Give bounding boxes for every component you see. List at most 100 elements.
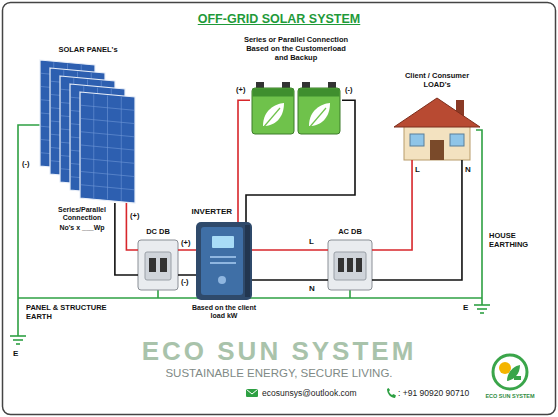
ac-distribution-box	[338, 258, 344, 272]
house-load	[394, 98, 480, 160]
solar-panel	[81, 132, 134, 137]
solar-panel	[81, 158, 134, 163]
component-box: INVERTERBased on the client load kW	[196, 222, 252, 300]
battery-bank	[256, 82, 264, 88]
wire-connector	[178, 274, 196, 276]
polarity-mark: (-)	[345, 86, 353, 95]
component-box: Client / Consumer LOAD's	[398, 98, 476, 160]
line-mark: N	[465, 165, 471, 174]
email-icon	[247, 390, 258, 395]
wire-connector	[178, 249, 196, 251]
wire-connector	[126, 203, 138, 250]
dc-distribution-box	[145, 252, 171, 280]
dc-distribution-box	[138, 240, 178, 290]
component-label: SOLAR PANEL's	[58, 46, 117, 55]
polarity-mark: (-)	[181, 278, 189, 287]
wire-connector	[246, 100, 355, 222]
inverter-unit	[196, 222, 252, 300]
component-box: DC DB	[138, 240, 178, 290]
battery-bank	[282, 82, 290, 88]
ground-symbol	[480, 312, 484, 314]
inverter-unit	[210, 256, 236, 258]
solar-panel	[81, 185, 134, 190]
inverter-unit	[218, 276, 226, 284]
inverter-unit	[245, 225, 250, 297]
component-label: DC DB	[146, 228, 170, 237]
email-icon	[246, 389, 258, 397]
wire-connector	[238, 100, 250, 222]
component-label: INVERTER	[192, 207, 232, 216]
phone-icon	[387, 388, 396, 398]
polarity-mark: (+)	[181, 239, 190, 248]
ground-symbol	[10, 335, 26, 337]
component-box: AC DB	[328, 240, 372, 290]
solar-panel	[80, 92, 135, 203]
solar-panel	[81, 172, 134, 177]
component-label: Series or Parallel Connection Based on t…	[240, 36, 352, 63]
company-logo	[493, 355, 527, 389]
line-mark: L	[415, 165, 420, 174]
email-address: ecosunsys@outlook.com	[262, 388, 357, 398]
polarity-mark: (+)	[130, 212, 139, 221]
phone-number: : +91 90920 90710	[398, 388, 469, 398]
watermark: ECO SUN SYSTEM	[142, 336, 417, 367]
ground-symbol	[474, 304, 490, 306]
note-text: PANEL & STRUCTURE EARTH	[26, 304, 108, 322]
polarity-mark: (-)	[22, 160, 30, 169]
phone-icon	[387, 388, 396, 398]
house-load	[404, 124, 470, 160]
note-text: HOUSE EARTHING	[489, 232, 547, 250]
component-box: SOLAR PANEL's	[40, 60, 136, 203]
ground-symbol	[477, 308, 487, 310]
inverter-unit	[210, 262, 236, 264]
wire-connector	[252, 279, 328, 281]
house-load	[394, 98, 480, 127]
ac-distribution-box	[328, 240, 372, 290]
house-load	[450, 134, 464, 146]
company-logo	[493, 355, 527, 389]
earth-wire	[476, 130, 482, 305]
battery-bank	[252, 82, 340, 134]
inverter-unit	[201, 227, 243, 295]
battery-bank	[298, 88, 340, 134]
inverter-unit	[196, 222, 252, 300]
component-label: Client / Consumer LOAD's	[392, 72, 482, 90]
line-mark: L	[309, 237, 314, 246]
component-label: Based on the client load kW	[186, 304, 262, 321]
page-border	[3, 3, 556, 415]
battery-bank	[302, 82, 310, 88]
battery-bank	[252, 88, 294, 134]
logo-text: ECO SUN SYSTEM	[485, 393, 534, 399]
battery-bank	[309, 103, 330, 126]
line-mark: N	[309, 284, 315, 293]
battery-bank	[299, 89, 340, 97]
solar-panel	[81, 105, 134, 110]
earth-mark: E	[13, 349, 18, 358]
solar-panel	[81, 119, 134, 124]
wire-connector	[372, 160, 462, 280]
ac-distribution-box	[328, 240, 372, 290]
ac-distribution-box	[334, 252, 366, 280]
solar-panel	[81, 145, 134, 150]
ground-symbol	[16, 343, 20, 345]
solar-panel	[80, 92, 135, 203]
dc-distribution-box	[149, 258, 156, 272]
battery-bank	[253, 89, 294, 97]
battery-bank	[263, 103, 284, 126]
inverter-unit	[212, 236, 234, 248]
polarity-mark: (+)	[236, 86, 245, 95]
battery-bank	[262, 108, 280, 129]
ac-distribution-box	[347, 258, 353, 272]
battery-bank	[328, 82, 336, 88]
earth-wire	[349, 290, 351, 298]
house-load	[430, 140, 444, 160]
ground-symbol	[13, 339, 23, 341]
component-label: AC DB	[338, 228, 362, 237]
ac-distribution-box	[356, 258, 362, 272]
earth-mark: E	[463, 303, 468, 312]
tagline: SUSTAINABLE ENERGY, SECURE LIVING.	[165, 367, 392, 381]
earth-wire	[157, 290, 159, 298]
note-text: No's x ___Wp	[59, 224, 104, 232]
component-box: Series or Parallel Connection Based on t…	[250, 82, 342, 134]
